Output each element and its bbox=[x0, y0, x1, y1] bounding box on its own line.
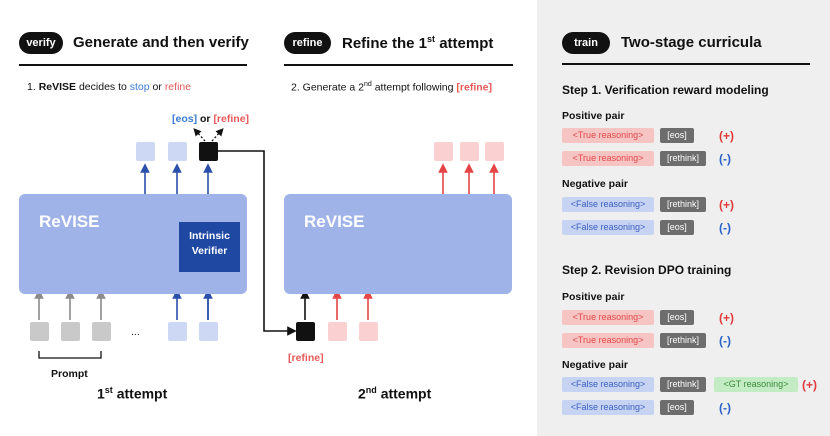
note-name: ReVISE bbox=[38, 81, 77, 93]
ellipsis: ... bbox=[131, 326, 140, 338]
step2-positive-label: Positive pair bbox=[562, 291, 625, 303]
mid-output-token-3 bbox=[485, 142, 504, 161]
s1-pos-1-tag: [eos] bbox=[660, 128, 694, 143]
arrows-layer bbox=[34, 128, 499, 359]
train-title: Two-stage curricula bbox=[621, 34, 762, 51]
step2-title: Step 2. Revision DPO training bbox=[562, 263, 732, 277]
s2-neg-2-tag: [eos] bbox=[660, 400, 694, 415]
first-attempt-caption: 1st attempt bbox=[97, 385, 167, 402]
prompt-token-3 bbox=[92, 322, 111, 341]
input-token-1 bbox=[168, 322, 187, 341]
refine-rule bbox=[284, 64, 513, 66]
revise-block-right bbox=[284, 194, 512, 294]
train-pill: train bbox=[562, 32, 610, 54]
s2-pos-2-tag: [rethink] bbox=[660, 333, 706, 348]
refine-connector bbox=[218, 150, 297, 336]
s1-neg-2-reasoning: <False reasoning> bbox=[562, 220, 654, 235]
mid-output-token-2 bbox=[460, 142, 479, 161]
output-token-1 bbox=[136, 142, 155, 161]
branch-eos-arrow bbox=[193, 128, 206, 142]
note-stop: stop bbox=[129, 81, 150, 93]
mid-input-token-1 bbox=[328, 322, 347, 341]
intrinsic-verifier: Intrinsic Verifier bbox=[179, 222, 240, 272]
prompt-token-1 bbox=[30, 322, 49, 341]
s1-neg-1-reasoning: <False reasoning> bbox=[562, 197, 654, 212]
s2-neg-1-sign: (+) bbox=[802, 378, 817, 392]
s2-pos-1-tag: [eos] bbox=[660, 310, 694, 325]
s2-pos-2-reasoning: <True reasoning> bbox=[562, 333, 654, 348]
s1-neg-2-tag: [eos] bbox=[660, 220, 694, 235]
note-number: 1. bbox=[27, 81, 36, 93]
s1-pos-1-sign: (+) bbox=[719, 129, 734, 143]
s2-pos-1-reasoning: <True reasoning> bbox=[562, 310, 654, 325]
verify-note: 1. ReVISE decides to stop or refine bbox=[27, 81, 191, 93]
output-token-2 bbox=[168, 142, 187, 161]
input-token-2 bbox=[199, 322, 218, 341]
step1-positive-label: Positive pair bbox=[562, 110, 625, 122]
caption-1-sup: st bbox=[104, 385, 113, 395]
second-attempt-caption: 2nd attempt bbox=[358, 385, 431, 402]
s1-pos-1-reasoning: <True reasoning> bbox=[562, 128, 654, 143]
prompt-token-2 bbox=[61, 322, 80, 341]
or-label: or bbox=[200, 113, 211, 125]
note-or: or bbox=[152, 81, 162, 93]
verifier-line-1: Intrinsic bbox=[189, 230, 230, 242]
refine-title-end: attempt bbox=[439, 35, 494, 52]
s2-neg-2-sign: (-) bbox=[719, 401, 731, 415]
caption-2-sup: nd bbox=[365, 385, 377, 395]
mid-input-token-2 bbox=[359, 322, 378, 341]
note-mid: decides to bbox=[78, 81, 127, 93]
s1-neg-2-sign: (-) bbox=[719, 221, 731, 235]
step2-negative-label: Negative pair bbox=[562, 359, 628, 371]
s2-neg-2-reasoning: <False reasoning> bbox=[562, 400, 654, 415]
step1-title: Step 1. Verification reward modeling bbox=[562, 83, 769, 97]
verify-rule bbox=[19, 64, 247, 66]
refine-title: Refine the 1st attempt bbox=[342, 34, 493, 52]
verifier-line-2: Verifier bbox=[191, 245, 228, 257]
revise-block-left-title: ReVISE bbox=[39, 212, 100, 231]
revise-block-right-title: ReVISE bbox=[304, 212, 365, 231]
s1-pos-2-tag: [rethink] bbox=[660, 151, 706, 166]
refine-note-b: attempt following bbox=[374, 81, 454, 94]
train-panel: train Two-stage curricula Step 1. Verifi… bbox=[537, 0, 830, 436]
refine-title-sup: st bbox=[427, 34, 436, 44]
refine-token bbox=[296, 322, 315, 341]
decision-token bbox=[199, 142, 218, 161]
refine-note-sup: nd bbox=[363, 81, 372, 88]
refine-note: 2. Generate a 2nd attempt following [ref… bbox=[291, 81, 492, 94]
s1-neg-1-sign: (+) bbox=[719, 198, 734, 212]
refine-label-bottom: [refine] bbox=[288, 352, 324, 364]
caption-2-text: attempt bbox=[380, 385, 432, 402]
branch-refine-arrow bbox=[211, 128, 224, 142]
refine-label-top: [refine] bbox=[213, 113, 250, 125]
verify-title: Generate and then verify bbox=[73, 34, 249, 51]
mid-output-token-1 bbox=[434, 142, 453, 161]
prompt-bracket bbox=[38, 351, 102, 359]
eos-or-refine-label: [eos] or [refine] bbox=[172, 113, 249, 125]
train-rule bbox=[562, 63, 810, 65]
prompt-label: Prompt bbox=[51, 368, 88, 380]
refine-note-refine: [refine] bbox=[456, 81, 492, 94]
s1-pos-2-reasoning: <True reasoning> bbox=[562, 151, 654, 166]
refine-pill: refine bbox=[284, 32, 331, 54]
eos-label: [eos] bbox=[172, 113, 198, 125]
refine-note-a: 2. Generate a 2 bbox=[291, 81, 364, 94]
step1-negative-label: Negative pair bbox=[562, 178, 628, 190]
caption-1-text: attempt bbox=[116, 385, 168, 402]
verify-pill: verify bbox=[19, 32, 63, 54]
s1-pos-2-sign: (-) bbox=[719, 152, 731, 166]
s2-neg-1-gt: <GT reasoning> bbox=[714, 377, 798, 392]
s2-pos-2-sign: (-) bbox=[719, 334, 731, 348]
note-refine: refine bbox=[164, 81, 192, 93]
refine-title-main: Refine the 1 bbox=[342, 35, 428, 52]
caption-1-num: 1 bbox=[97, 385, 105, 402]
s2-neg-1-reasoning: <False reasoning> bbox=[562, 377, 654, 392]
s1-neg-1-tag: [rethink] bbox=[660, 197, 706, 212]
s2-neg-1-tag: [rethink] bbox=[660, 377, 706, 392]
s2-pos-1-sign: (+) bbox=[719, 311, 734, 325]
caption-2-num: 2 bbox=[358, 385, 366, 402]
